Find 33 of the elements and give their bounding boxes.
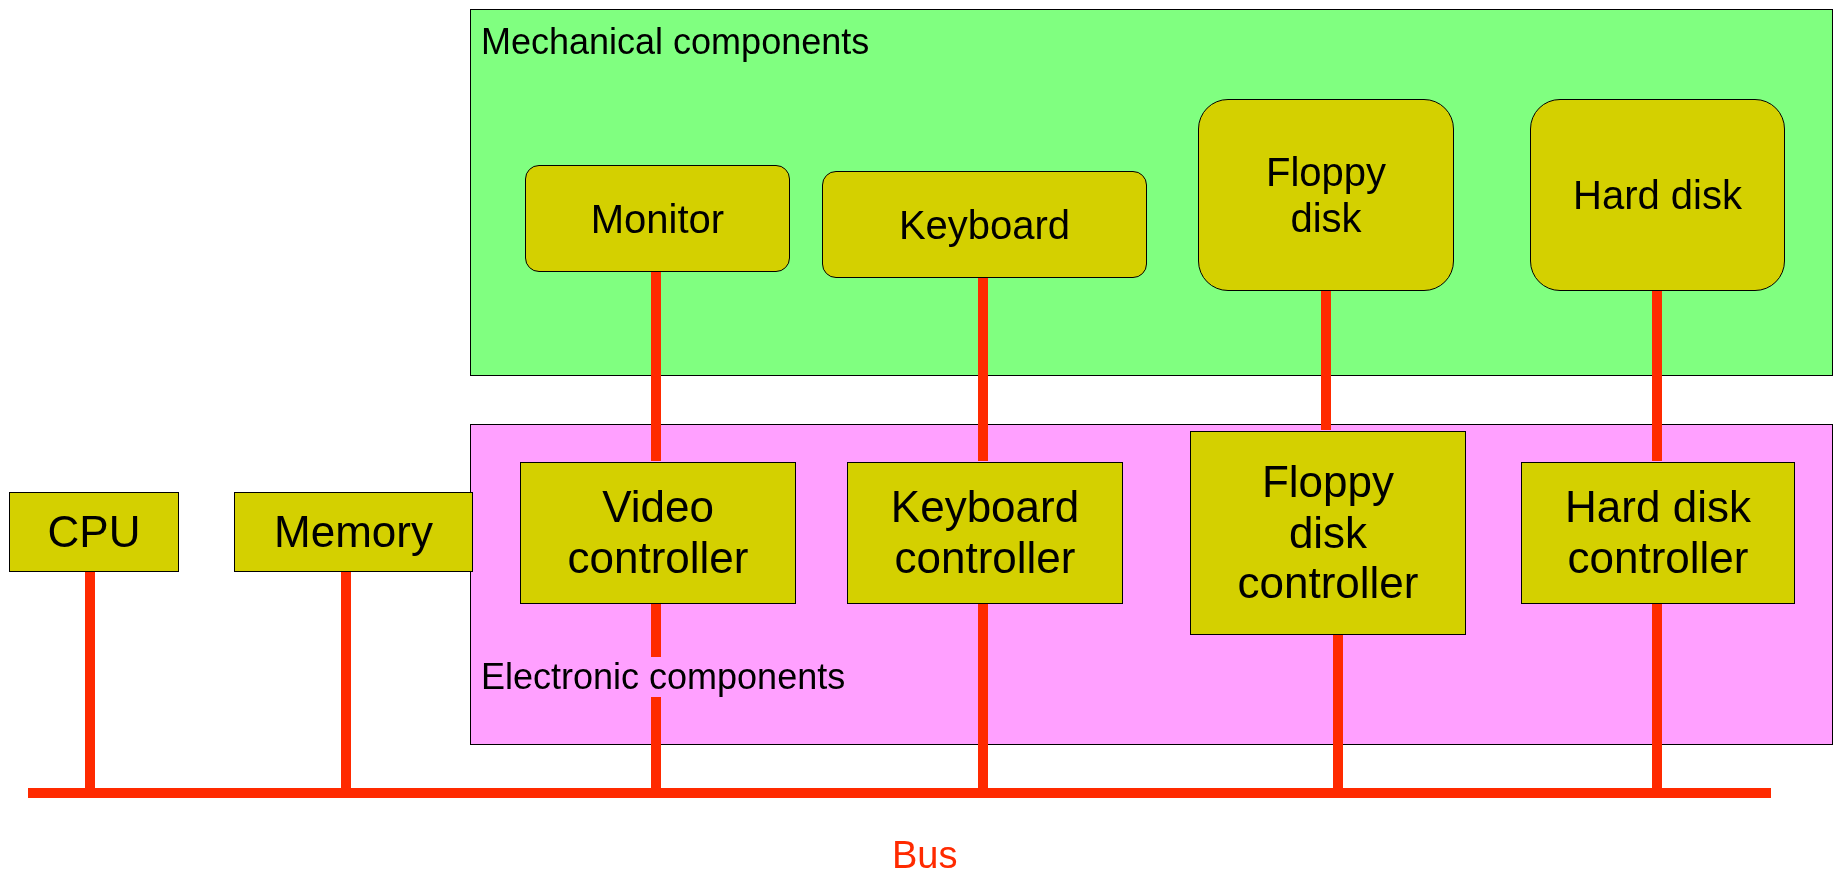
device-box xyxy=(1198,99,1454,291)
bus-connector xyxy=(978,277,988,461)
controller-box xyxy=(520,462,796,604)
bus-connector xyxy=(1652,603,1662,788)
device-box xyxy=(1530,99,1785,291)
memory-box xyxy=(234,492,473,572)
mechanical-panel xyxy=(470,9,1833,376)
cpu-box xyxy=(9,492,179,572)
box-label: Floppy disk controller xyxy=(1236,457,1420,609)
bus-label: Bus xyxy=(892,834,958,877)
box-label: Hard disk xyxy=(1573,172,1742,218)
device-box xyxy=(822,171,1147,278)
box-label: Hard disk controller xyxy=(1564,482,1752,584)
bus-connector xyxy=(1652,290,1662,461)
bus-connector xyxy=(85,572,95,788)
electronic-panel xyxy=(470,424,1833,745)
controller-box xyxy=(1190,431,1466,635)
bus-connector xyxy=(651,271,661,461)
box-label: Keyboard controller xyxy=(889,482,1081,584)
box-label: Memory xyxy=(274,506,433,558)
box-label: CPU xyxy=(47,506,141,558)
controller-box xyxy=(847,462,1123,604)
controller-box xyxy=(1521,462,1795,604)
device-box xyxy=(525,165,790,272)
bus-connector xyxy=(1321,290,1331,430)
bus-connector xyxy=(978,603,988,788)
bus-connector xyxy=(341,572,351,788)
box-label: Floppy disk xyxy=(1264,149,1388,241)
bus-connector xyxy=(1333,634,1343,788)
box-label: Monitor xyxy=(590,195,725,242)
box-label: Video controller xyxy=(566,482,750,584)
panel-title: Electronic components xyxy=(481,657,846,697)
box-label: Keyboard xyxy=(898,201,1071,248)
